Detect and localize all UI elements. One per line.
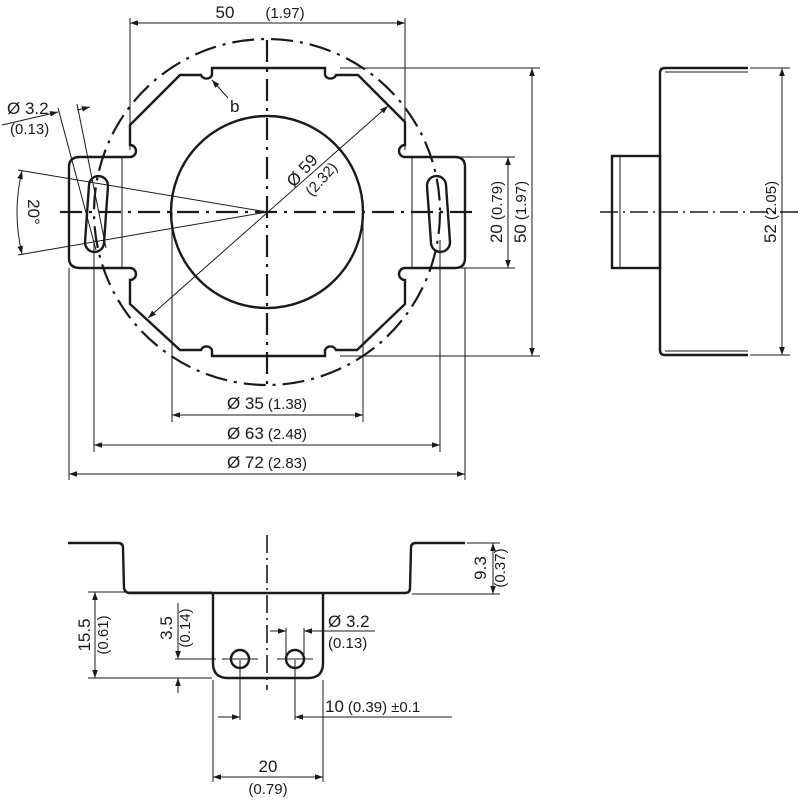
dim-tab-hole-inch: (0.13) <box>328 635 367 652</box>
dim-hole-value: Ø 3.2 <box>7 99 49 118</box>
dim-flange-inch: (0.37) <box>492 548 509 587</box>
dim-hole-spacing-inch: (0.39) <box>348 699 387 716</box>
svg-text:10(0.39)±0.1: 10(0.39)±0.1 <box>325 697 420 716</box>
dim-slot-inch: (0.79) <box>489 181 506 220</box>
dim-bolt-circle <box>147 105 389 319</box>
dim-hole-spacing-value: 10 <box>325 697 344 716</box>
dim-circle-value: Ø 63 <box>227 424 264 443</box>
dim-tab-hole-value: Ø 3.2 <box>328 612 370 631</box>
dim-height-inch: (1.97) <box>513 181 530 220</box>
dim-width-value: 50 <box>216 3 235 22</box>
dim-side-height-value: 52 <box>761 224 780 243</box>
svg-text:Ø 72(2.83): Ø 72(2.83) <box>227 453 307 472</box>
dim-angle-arc <box>16 170 23 255</box>
dim-hole-offset-inch: (0.14) <box>177 608 194 647</box>
dim-outer-value: Ø 72 <box>227 453 264 472</box>
bottom-tab <box>211 593 325 680</box>
dim-bore-value: Ø 35 <box>227 394 264 413</box>
dim-tab-height-inch: (0.61) <box>95 615 112 654</box>
dim-tab-height-value: 15.5 <box>75 618 94 651</box>
bottom-bracket-outline <box>68 541 465 595</box>
top-view: 50 (1.97) 50 (1.97) 20 (0.79) Ø 3.2 (0.13)… <box>1 3 540 480</box>
dim-hole-offset-value: 3.5 <box>157 616 176 640</box>
side-view: 52 (2.05) <box>600 66 800 357</box>
dim-tab-width-value: 20 <box>259 757 278 776</box>
dim-outer-inch: (2.83) <box>268 455 307 472</box>
dim-hole-inch: (0.13) <box>10 121 49 138</box>
dim-tab-width-inch: (0.79) <box>248 781 287 798</box>
dim-flange-value: 9.3 <box>471 556 490 580</box>
dim-bore-inch: (1.38) <box>268 396 307 413</box>
svg-text:50(1.97): 50 (1.97) <box>511 181 530 243</box>
dim-slot-value: 20 <box>487 224 506 243</box>
slot-right <box>425 174 452 254</box>
dim-height-value: 50 <box>511 224 530 243</box>
dim-hole-spacing-tol: ±0.1 <box>391 699 420 716</box>
dim-angle-value: 20° <box>24 199 43 225</box>
bottom-view: 9.3 (0.37) 15.5 (0.61) 3.5 (0.14) Ø 3.2 … <box>68 535 509 798</box>
dim-circle-inch: (2.48) <box>268 426 307 443</box>
svg-text:52(2.05): 52 (2.05) <box>761 181 780 243</box>
svg-text:Ø 63(2.48): Ø 63(2.48) <box>227 424 307 443</box>
detail-b-label: b <box>230 97 239 116</box>
svg-text:20(0.79): 20 (0.79) <box>487 181 506 243</box>
svg-text:Ø 35(1.38): Ø 35(1.38) <box>227 394 307 413</box>
dim-width-inch: (1.97) <box>265 5 304 22</box>
dim-side-height-inch: (2.05) <box>763 181 780 220</box>
dim-hole-leader <box>1 111 59 126</box>
